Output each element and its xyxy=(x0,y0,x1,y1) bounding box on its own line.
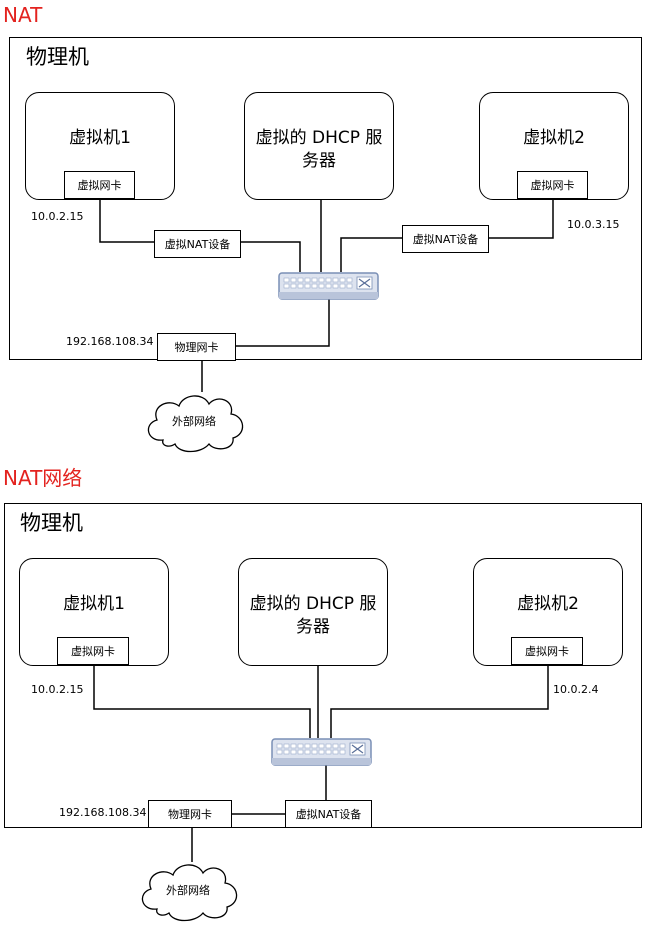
vm1-box: 虚拟机1 xyxy=(25,92,175,200)
vm1-virtual-nic: 虚拟网卡 xyxy=(57,637,129,665)
nat-device-left: 虚拟NAT设备 xyxy=(154,230,241,258)
vm2-ip: 10.0.3.15 xyxy=(567,218,620,231)
vm1-ip: 10.0.2.15 xyxy=(31,210,84,223)
vm1-label: 虚拟机1 xyxy=(63,594,125,614)
vm1-ip: 10.0.2.15 xyxy=(31,683,84,696)
physical-host-label: 物理机 xyxy=(20,511,83,535)
vm2-virtual-nic: 虚拟网卡 xyxy=(517,171,588,199)
physical-ip: 192.168.108.34 xyxy=(66,335,154,348)
dhcp-server-box: 虚拟的 DHCP 服 务器 xyxy=(238,558,388,666)
nat-device-right: 虚拟NAT设备 xyxy=(402,225,489,253)
vm1-virtual-nic: 虚拟网卡 xyxy=(64,171,135,199)
vm2-ip: 10.0.2.4 xyxy=(553,683,599,696)
vm1-label: 虚拟机1 xyxy=(69,128,131,148)
network-switch-icon xyxy=(278,272,379,300)
network-switch-icon xyxy=(271,738,372,766)
vm2-label: 虚拟机2 xyxy=(523,128,585,148)
section-title-nat-network: NAT网络 xyxy=(3,466,83,490)
nat-device: 虚拟NAT设备 xyxy=(285,800,372,828)
dhcp-label-line1: 虚拟的 DHCP 服 xyxy=(255,128,383,148)
external-network-label: 外部网络 xyxy=(172,415,216,428)
section-title-nat: NAT xyxy=(3,3,43,27)
physical-ip: 192.168.108.34 xyxy=(59,806,147,819)
external-network-label: 外部网络 xyxy=(166,884,210,897)
physical-host-label: 物理机 xyxy=(26,45,89,69)
vm2-virtual-nic: 虚拟网卡 xyxy=(511,637,583,665)
dhcp-server-box: 虚拟的 DHCP 服 务器 xyxy=(244,92,394,200)
dhcp-label-line2: 务器 xyxy=(302,151,336,171)
cloud-icon xyxy=(141,864,238,922)
dhcp-label-line2: 务器 xyxy=(296,617,330,637)
dhcp-label-line1: 虚拟的 DHCP 服 xyxy=(249,594,377,614)
vm2-label: 虚拟机2 xyxy=(517,594,579,614)
physical-nic: 物理网卡 xyxy=(157,333,236,361)
cloud-icon xyxy=(147,395,244,453)
physical-nic: 物理网卡 xyxy=(148,800,232,828)
